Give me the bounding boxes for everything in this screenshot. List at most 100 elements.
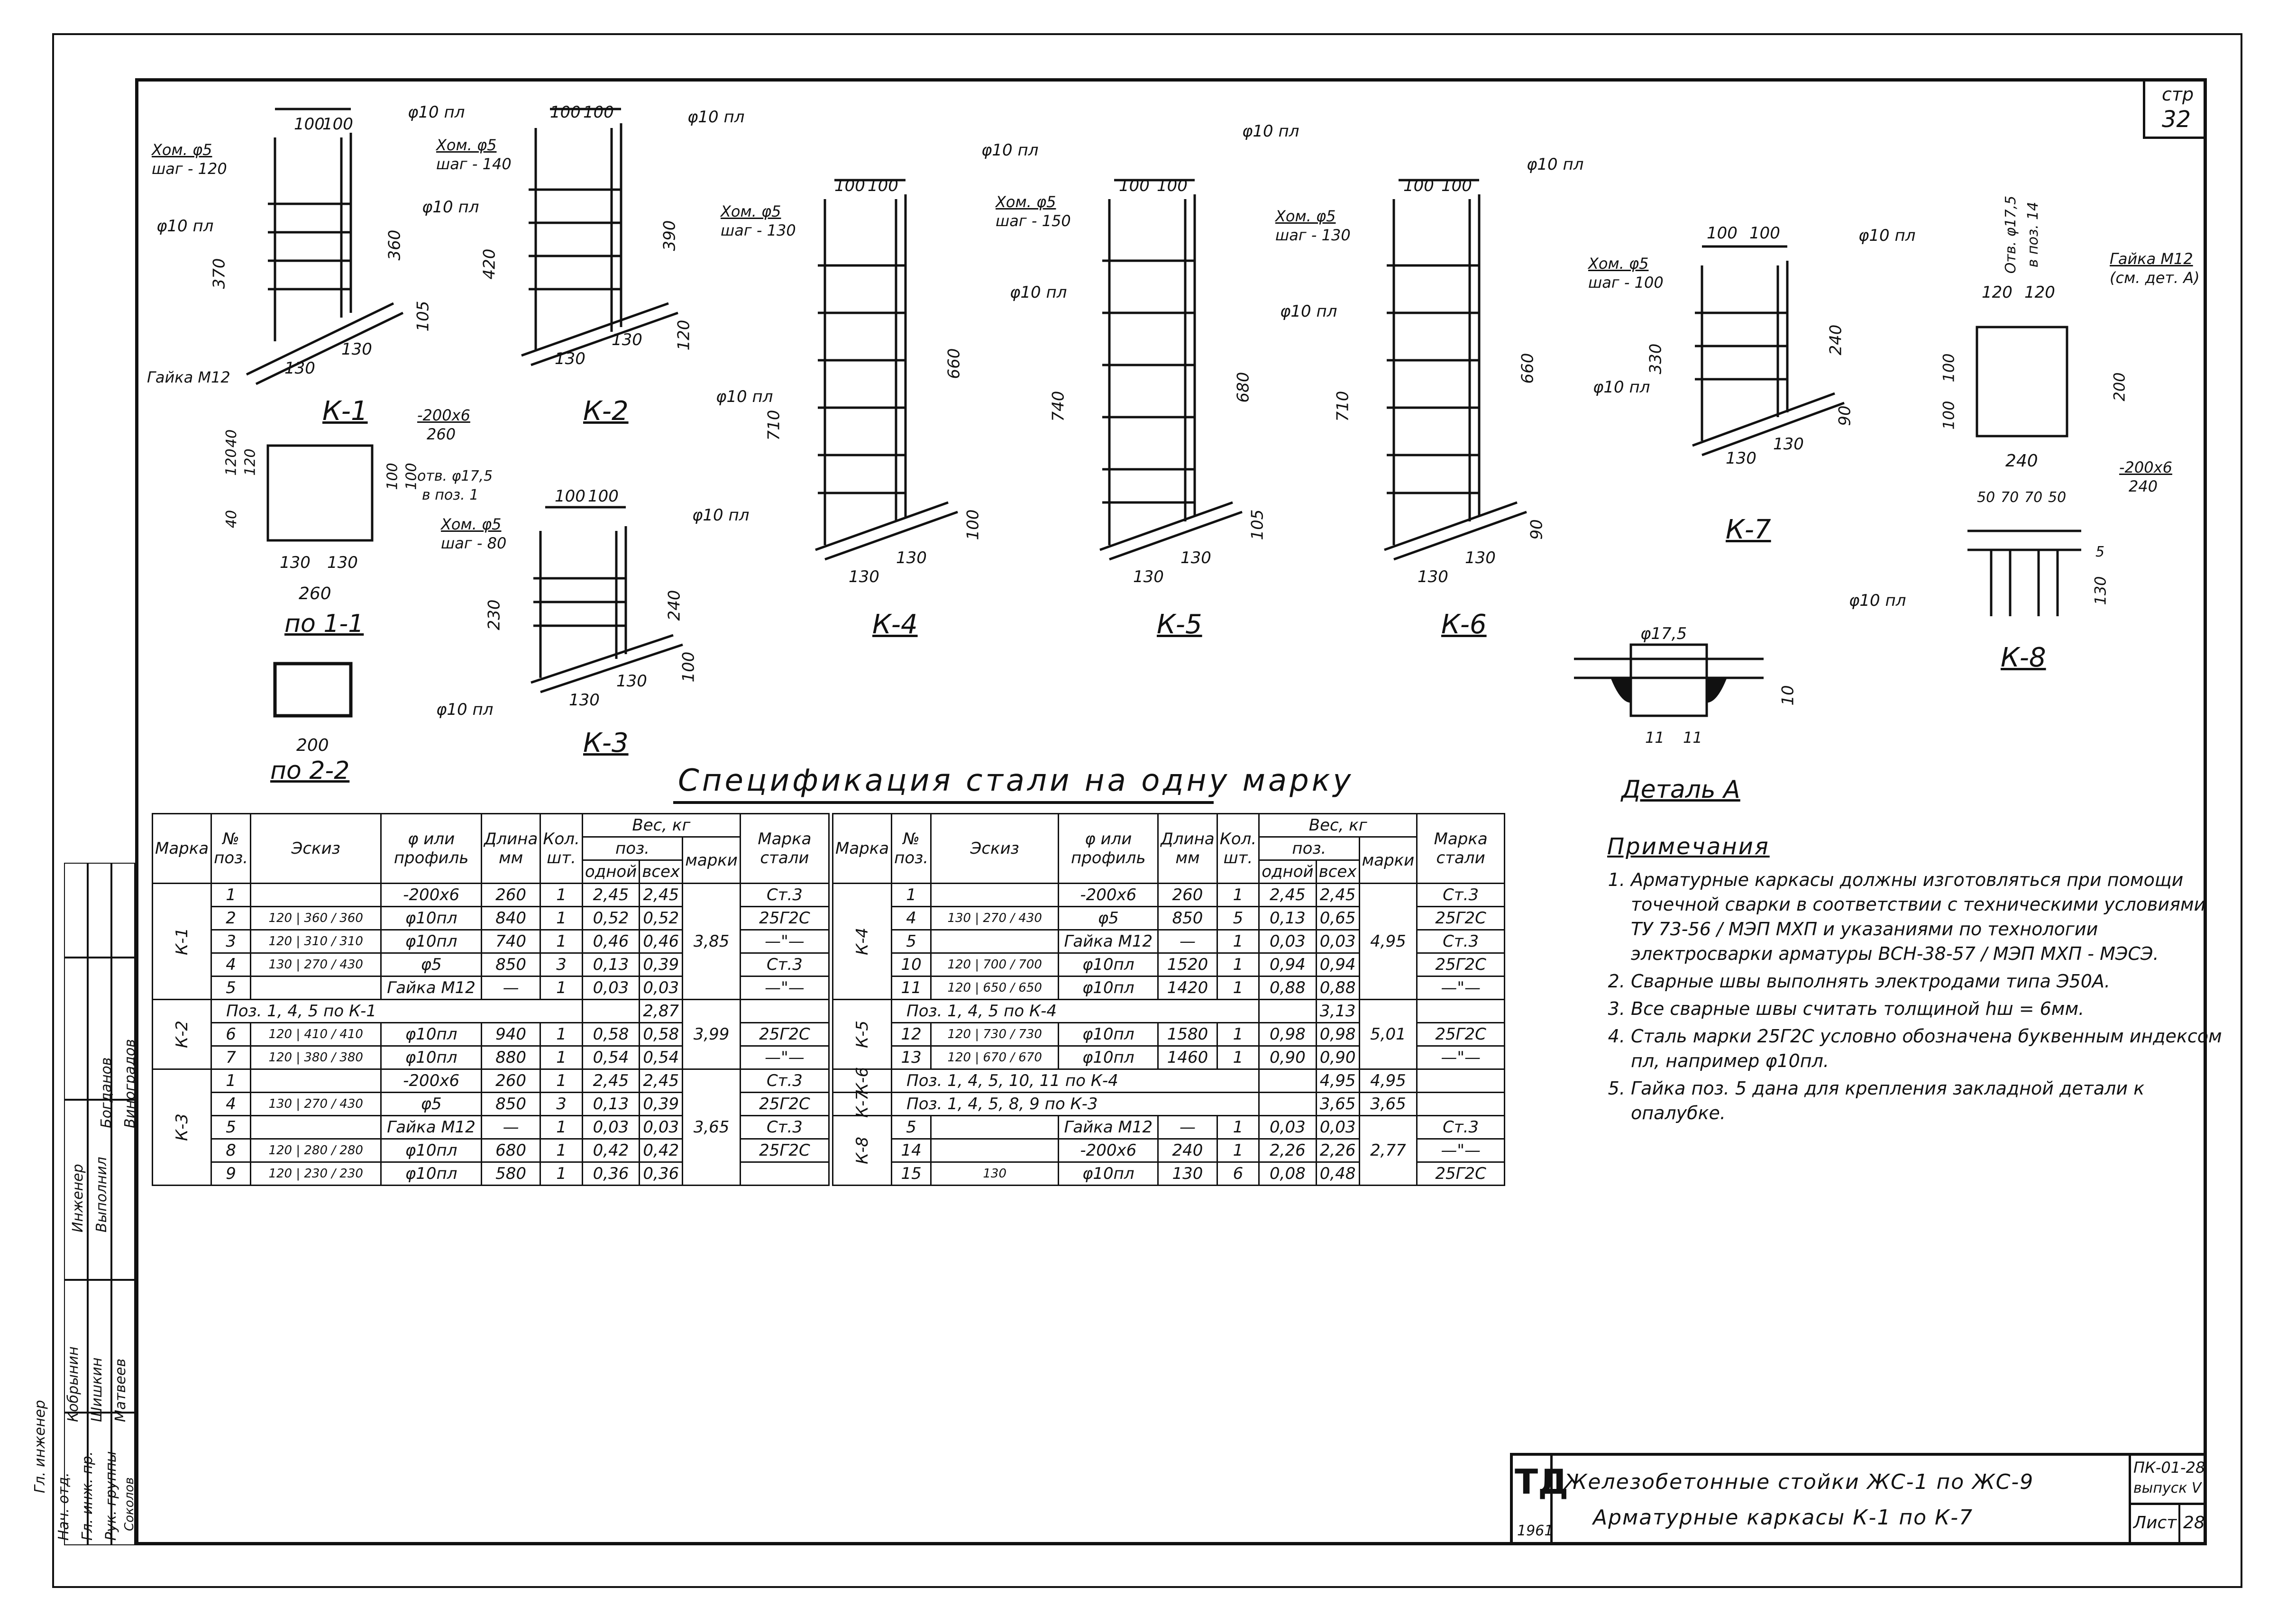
mark-cell: К-7 [832, 1090, 893, 1118]
k8-dim-9: 70 [2024, 489, 2043, 506]
k8-callout-hole: Отв. φ17,5 [2003, 195, 2020, 274]
steel-cell: Ст.3 [739, 1068, 830, 1093]
sketch-cell: 120 | 360 / 360 [250, 906, 382, 931]
header-weight: Вес, кг [1258, 813, 1418, 838]
mark-label: К-2 [172, 1020, 192, 1049]
sketch-cell [930, 1138, 1060, 1163]
weight-one-cell: 0,36 [581, 1161, 640, 1186]
weight-all-cell: 0,90 [1315, 1045, 1360, 1070]
length-cell: — [1157, 929, 1218, 954]
k6-dim-6: 130 [1418, 567, 1448, 586]
k3-dim-2: 100 [588, 487, 619, 506]
profile-cell: Гайка М12 [380, 976, 482, 1000]
sketch-cell: 120 | 380 / 380 [250, 1045, 382, 1070]
sketch-cell [250, 976, 382, 1000]
k8-dim-12: 5 [2095, 544, 2105, 560]
k5-dim-4: 680 [1234, 372, 1253, 403]
k1-dim-1: 100 [294, 115, 325, 134]
header-pos: № поз. [891, 813, 932, 884]
k4-dim-3: 710 [764, 410, 784, 441]
k4-dim-4: 660 [944, 348, 964, 379]
k3-dim-3: 230 [485, 599, 504, 630]
reference-note: Поз. 1, 4, 5 по К-1 [210, 999, 583, 1023]
k5-callout-bar-b: φ10 пл [1010, 283, 1067, 302]
length-cell: 850 [480, 1092, 541, 1116]
length-cell: — [480, 976, 541, 1000]
steel-cell: 25Г2С [1416, 906, 1505, 931]
mark-label: К-4 [852, 927, 872, 956]
label-detail-a: Деталь А [1621, 776, 1740, 804]
k7-callout-step: шаг - 100 [1588, 274, 1664, 292]
length-cell: 1580 [1157, 1022, 1218, 1047]
s11-dim-2: 120 [242, 448, 259, 476]
k5-callout-bar-a: φ10 пл [1242, 122, 1299, 141]
signature-role-6: Выполнил [93, 1157, 110, 1232]
k8-callout-see-detail: (см. дет. А) [2110, 269, 2200, 287]
reference-note: Поз. 1, 4, 5, 10, 11 по К-4 [891, 1068, 1260, 1093]
steel-cell: Ст.3 [739, 952, 830, 977]
profile-cell: Гайка М12 [1058, 929, 1159, 954]
mark-cell: К-4 [832, 883, 893, 1000]
steel-cell: 25Г2С [1416, 952, 1505, 977]
sketch-cell: 120 | 230 / 230 [250, 1161, 382, 1186]
s11-dim-3: 40 [223, 429, 240, 448]
k8-dim-7: 50 [1977, 489, 1995, 506]
qty-cell: 1 [540, 1138, 583, 1163]
k8-dim-6: 240 [2005, 451, 2038, 471]
header-length: Длина мм [1157, 813, 1218, 884]
weight-all-cell: 0,94 [1315, 952, 1360, 977]
weight-one-cell: 0,58 [581, 1022, 640, 1047]
profile-cell: φ10пл [380, 906, 482, 931]
signature-role-5: Инженер [70, 1164, 86, 1232]
sketch-cell: 130 | 270 / 430 [250, 952, 382, 977]
signature-strip [64, 863, 136, 1545]
cage-k2 [521, 108, 678, 366]
sheet-number: 28 [2183, 1513, 2205, 1533]
qty-cell: 1 [1216, 952, 1260, 977]
k7-callout-bar-b: φ10 пл [1593, 378, 1650, 397]
pos-cell: 11 [891, 976, 932, 1000]
k3-dim-7: 130 [616, 672, 647, 691]
length-cell: — [1157, 1115, 1218, 1140]
qty-cell: 1 [1216, 1045, 1260, 1070]
k7-dim-2: 100 [1749, 224, 1780, 243]
qty-cell: 1 [1216, 1022, 1260, 1047]
qty-cell: 1 [540, 906, 583, 931]
k8-callout-hole-pos: в поз. 14 [2025, 201, 2042, 268]
label-k4: К-4 [872, 609, 918, 640]
header-weight-mark: марки [682, 836, 741, 884]
title-line-1: Железобетонные стойки ЖС-1 по ЖС-9 [1564, 1470, 2034, 1494]
k8-dim-11: 130 [2091, 576, 2110, 605]
header-weight: Вес, кг [581, 813, 741, 838]
length-cell: 850 [1157, 906, 1218, 931]
weight-all-cell: 0,54 [639, 1045, 684, 1070]
weight-all-cell: 0,88 [1315, 976, 1360, 1000]
section-22 [273, 662, 353, 718]
weight-all-cell: 0,65 [1315, 906, 1360, 931]
weight-one-cell: 0,13 [1258, 906, 1317, 931]
mark-label: К-5 [852, 1020, 872, 1049]
qty-cell: 3 [540, 952, 583, 977]
sketch-cell: 120 | 730 / 730 [930, 1022, 1060, 1047]
k8-dim-10: 50 [2048, 489, 2067, 506]
k1-dim-7: 130 [341, 340, 372, 359]
qty-cell: 1 [540, 976, 583, 1000]
k2-dim-7: 130 [612, 330, 642, 349]
pos-cell: 15 [891, 1161, 932, 1186]
qty-cell: 1 [1216, 976, 1260, 1000]
weight-one-cell: 0,13 [581, 1092, 640, 1116]
mark-cell: К-6 [832, 1067, 893, 1095]
k3-dim-5: 100 [679, 651, 698, 683]
profile-cell: φ10пл [380, 1022, 482, 1047]
s11-callout-hole: отв. φ17,5 [417, 468, 493, 484]
k6-callout-bar-b: φ10 пл [1280, 302, 1337, 321]
qty-cell: 3 [540, 1092, 583, 1116]
k2-callout-bar-a: φ10 пл [687, 108, 745, 127]
